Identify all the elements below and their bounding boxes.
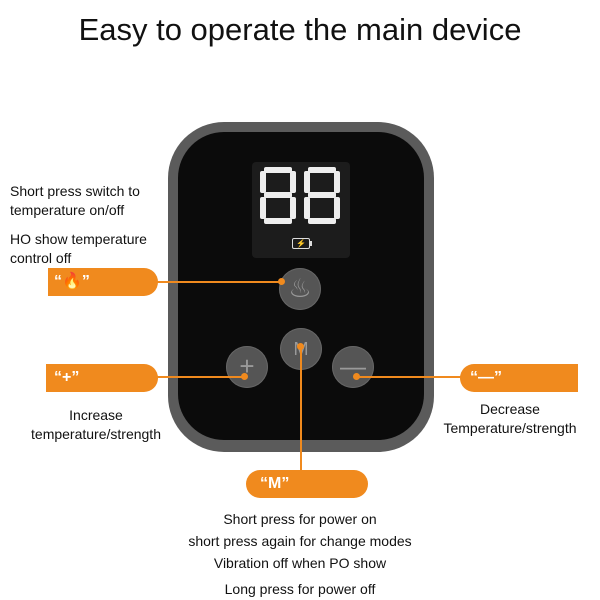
mode-connector-line — [300, 346, 302, 472]
plus-connector-line — [148, 376, 246, 378]
plus-connector-dot — [241, 373, 248, 380]
heat-connector-dot — [278, 278, 285, 285]
seven-segment-display — [260, 167, 340, 224]
heat-button[interactable]: ♨ — [279, 268, 321, 310]
heat-desc-line: control off — [10, 250, 72, 266]
heat-desc-line: Short press switch to — [10, 183, 140, 199]
heat-description: Short press switch to temperature on/off… — [10, 182, 147, 268]
mode-desc-line: Vibration off when PO show — [213, 555, 387, 571]
bolt-icon: ⚡ — [296, 239, 306, 248]
plus-callout-pill: “+” — [46, 364, 158, 392]
display-screen: ⚡ — [252, 162, 350, 258]
minus-callout-pill: “—” — [460, 364, 578, 392]
heat-callout-pill: “🔥” — [48, 268, 158, 296]
heat-desc-line: HO show temperature — [10, 231, 147, 247]
heat-desc-line: temperature on/off — [10, 202, 125, 218]
page-title: Easy to operate the main device — [78, 12, 522, 47]
minus-button[interactable]: — — [332, 346, 374, 388]
minus-description: Decrease Temperature/strength — [426, 400, 594, 438]
plus-button[interactable]: + — [226, 346, 268, 388]
heat-connector-line — [150, 281, 282, 283]
minus-connector-dot — [353, 373, 360, 380]
minus-desc-line: Temperature/strength — [443, 420, 577, 436]
mode-callout-pill: “M” — [246, 470, 368, 498]
minus-connector-line — [356, 376, 462, 378]
mode-desc-line: short press again for change modes — [188, 533, 412, 549]
mode-desc-line: Short press for power on — [223, 511, 377, 527]
minus-desc-line: Decrease — [480, 401, 540, 417]
plus-description: Increase temperature/strength — [10, 406, 182, 444]
mode-description: Short press for power on short press aga… — [150, 508, 450, 600]
battery-charging-icon: ⚡ — [292, 238, 312, 249]
mode-desc-line: Long press for power off — [224, 581, 376, 597]
flame-icon: ♨ — [288, 273, 312, 303]
plus-desc-line: Increase — [69, 407, 123, 423]
plus-desc-line: temperature/strength — [31, 426, 161, 442]
mode-connector-dot — [297, 343, 304, 350]
